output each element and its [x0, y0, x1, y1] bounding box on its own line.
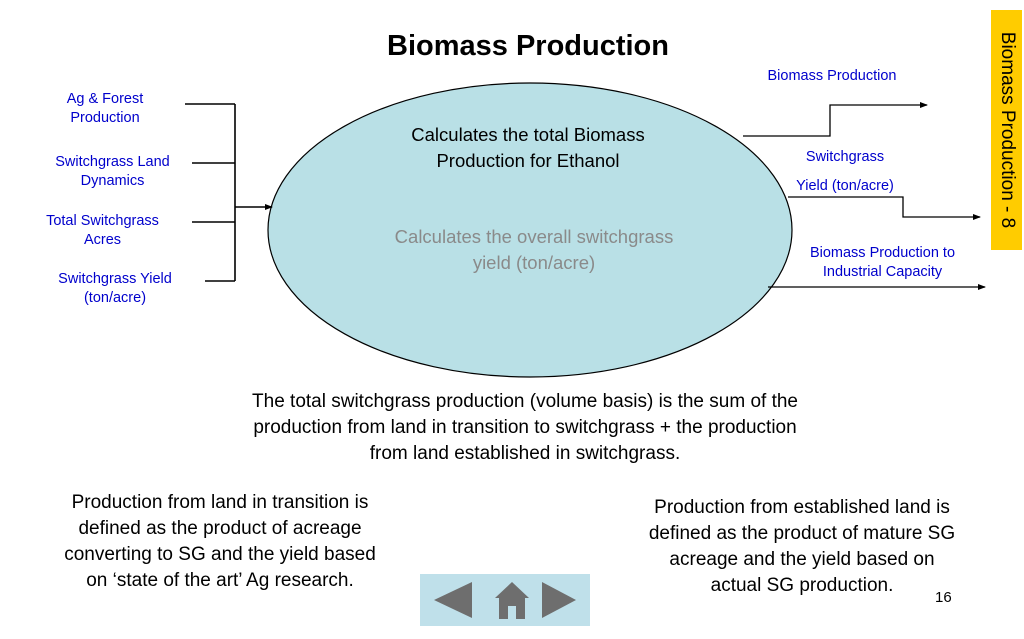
input-label-ag-forest: Ag & Forest Production — [40, 90, 170, 128]
input-label-line: Switchgrass Yield — [58, 271, 172, 287]
page-title: Biomass Production — [387, 30, 669, 62]
output-connectors — [743, 102, 986, 290]
paragraph-line: converting to SG and the yield based — [64, 544, 376, 565]
paragraph-line: actual SG production. — [710, 575, 894, 596]
oval-line: yield (ton/acre) — [472, 252, 596, 273]
page-number: 16 — [935, 589, 952, 606]
oval-line: Calculates the overall switchgrass — [394, 226, 674, 247]
input-label-line: Switchgrass Land — [55, 154, 170, 170]
input-label-line: Ag & Forest — [66, 91, 144, 107]
input-label-land-dynamics: Switchgrass Land Dynamics — [40, 153, 185, 191]
input-label-line: Production — [70, 110, 140, 126]
output-label-yield: Yield (ton/acre) — [796, 178, 894, 194]
input-connectors — [185, 103, 273, 282]
input-label-line: Dynamics — [80, 173, 145, 189]
process-oval — [267, 82, 793, 378]
section-tab: Biomass Production - 8 — [991, 10, 1022, 250]
right-paragraph: Production from established land is defi… — [612, 495, 992, 599]
oval-line: Production for Ethanol — [436, 150, 620, 171]
output-label-capacity: Biomass Production to Industrial Capacit… — [790, 244, 975, 282]
paragraph-line: Production from land in transition is — [71, 492, 369, 513]
input-label-sg-yield: Switchgrass Yield (ton/acre) — [45, 270, 185, 308]
paragraph-line: defined as the product of acreage — [78, 518, 362, 539]
section-tab-label: Biomass Production - 8 — [996, 31, 1018, 229]
output-label-biomass: Biomass Production — [767, 68, 897, 84]
input-label-line: (ton/acre) — [83, 290, 147, 306]
output-label-switchgrass: Switchgrass — [805, 149, 885, 165]
oval-text-secondary: Calculates the overall switchgrass yield… — [360, 224, 708, 276]
paragraph-line: defined as the product of mature SG — [648, 523, 956, 544]
input-label-total-acres: Total Switchgrass Acres — [30, 212, 175, 250]
paragraph-line: production from land in transition to sw… — [253, 417, 797, 438]
home-icon[interactable] — [495, 582, 529, 619]
oval-text-primary: Calculates the total Biomass Production … — [360, 122, 696, 174]
paragraph-line: The total switchgrass production (volume… — [252, 391, 798, 412]
forward-arrow-icon[interactable] — [542, 582, 576, 618]
input-label-line: Acres — [83, 232, 122, 248]
output-label-line: Biomass Production to — [809, 245, 956, 261]
paragraph-line: Production from established land is — [654, 497, 950, 518]
back-arrow-icon[interactable] — [434, 582, 472, 618]
paragraph-line: from land established in switchgrass. — [369, 443, 681, 464]
input-label-line: Total Switchgrass — [46, 213, 159, 229]
output-label-line: Industrial Capacity — [822, 264, 943, 280]
paragraph-line: on ‘state of the art’ Ag research. — [86, 570, 354, 591]
slide-navigation — [420, 574, 590, 626]
oval-line: Calculates the total Biomass — [411, 124, 645, 145]
main-paragraph: The total switchgrass production (volume… — [180, 389, 870, 467]
left-paragraph: Production from land in transition is de… — [30, 490, 410, 594]
paragraph-line: acreage and the yield based on — [669, 549, 935, 570]
